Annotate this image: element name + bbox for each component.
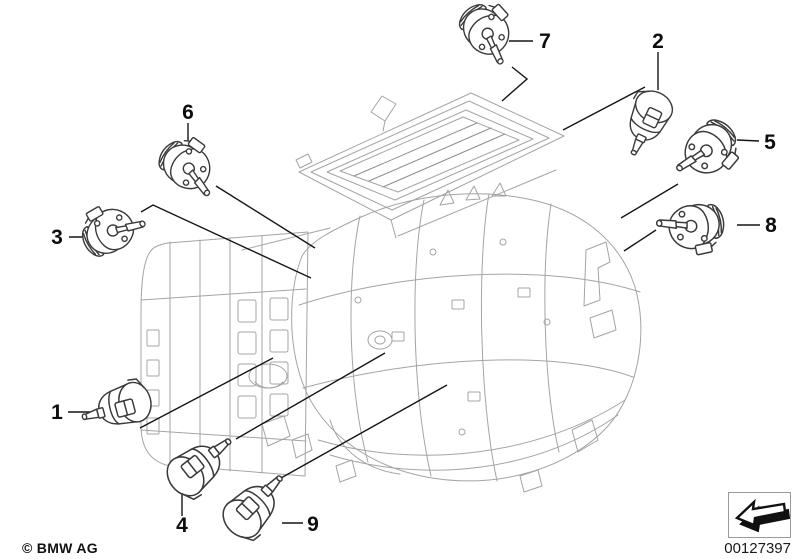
callout-leader-7 xyxy=(501,66,529,102)
hvac-unit-drawing xyxy=(140,92,642,493)
callout-leader-2 xyxy=(562,86,646,131)
air-intake-frame xyxy=(295,92,565,239)
actuator-parts xyxy=(71,0,751,549)
callout-label-3[interactable]: 3 xyxy=(51,226,63,249)
callout-leader-9 xyxy=(280,384,448,479)
actuator-part-8[interactable] xyxy=(653,198,730,263)
image-number: 00127397 xyxy=(724,540,791,557)
callout-leader-8 xyxy=(623,229,657,252)
callout-leader-3 xyxy=(140,204,312,279)
actuator-part-9[interactable] xyxy=(214,462,301,549)
callout-label-8[interactable]: 8 xyxy=(765,214,777,237)
callout-labels: 1 2 3 4 5 6 7 8 9 xyxy=(51,30,777,537)
callout-label-6[interactable]: 6 xyxy=(182,101,194,124)
callout-leaders xyxy=(68,40,760,524)
left-distribution-tower xyxy=(140,227,331,477)
main-housing-body xyxy=(248,169,642,493)
callout-label-2[interactable]: 2 xyxy=(652,30,664,53)
actuator-part-4[interactable] xyxy=(158,423,247,507)
callout-leader-4 xyxy=(235,352,386,440)
copyright-notice: © BMW AG xyxy=(22,540,98,556)
actuator-part-5[interactable] xyxy=(668,111,751,196)
callout-label-9[interactable]: 9 xyxy=(307,513,319,536)
actuator-part-7[interactable] xyxy=(451,0,531,71)
back-arrow-icon xyxy=(734,498,791,533)
callout-leader-6 xyxy=(215,185,316,249)
callout-label-1[interactable]: 1 xyxy=(51,401,63,424)
actuator-part-6[interactable] xyxy=(151,126,232,204)
callout-label-4[interactable]: 4 xyxy=(176,514,188,537)
callout-leader-5 xyxy=(736,139,760,142)
callout-leader-1 xyxy=(139,357,274,429)
back-arrow-button[interactable] xyxy=(728,492,791,538)
callout-leader-5 xyxy=(620,183,679,219)
callout-label-7[interactable]: 7 xyxy=(539,30,551,53)
actuator-part-3[interactable] xyxy=(71,189,151,264)
callout-label-5[interactable]: 5 xyxy=(764,131,776,154)
actuator-part-2[interactable] xyxy=(611,83,679,163)
